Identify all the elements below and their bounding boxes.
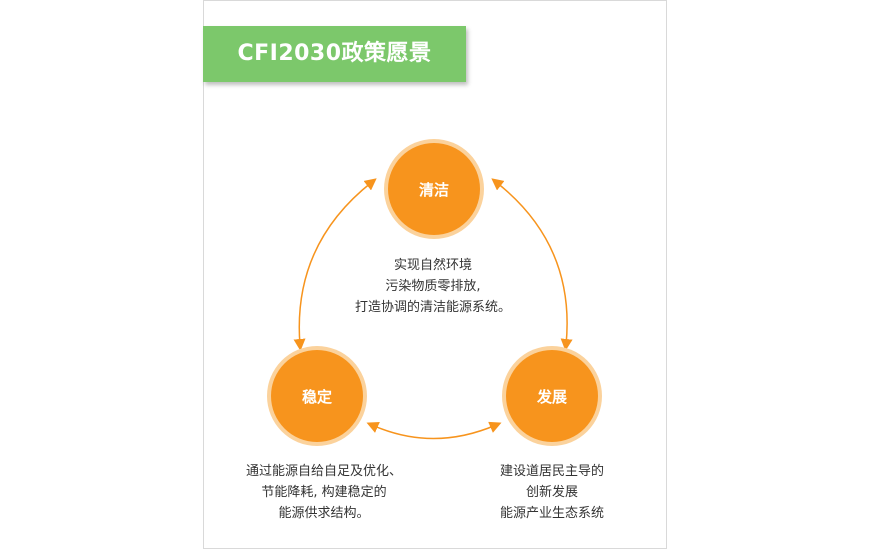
node-stable-label: 稳定 <box>301 387 332 406</box>
desc-develop: 建设道居民主导的 创新发展 能源产业生态系统 <box>499 464 604 521</box>
arrow-clean-stable <box>293 178 377 351</box>
node-clean-label: 清洁 <box>418 180 449 199</box>
node-develop-label: 发展 <box>536 387 567 406</box>
desc-stable: 通过能源自给自足及优化、 节能降耗, 构建稳定的 能源供求结构。 <box>245 464 402 521</box>
title-banner: CFI2030政策愿景 <box>203 26 466 82</box>
desc-clean: 实现自然环境 污染物质零排放, 打造协调的清洁能源系统。 <box>354 258 511 315</box>
arrow-stable-develop <box>366 421 502 440</box>
arrow-clean-develop <box>491 178 573 351</box>
node-develop: 发展 <box>506 350 598 442</box>
diagram-card <box>203 0 667 549</box>
node-clean: 清洁 <box>388 143 480 235</box>
node-stable: 稳定 <box>271 350 363 442</box>
